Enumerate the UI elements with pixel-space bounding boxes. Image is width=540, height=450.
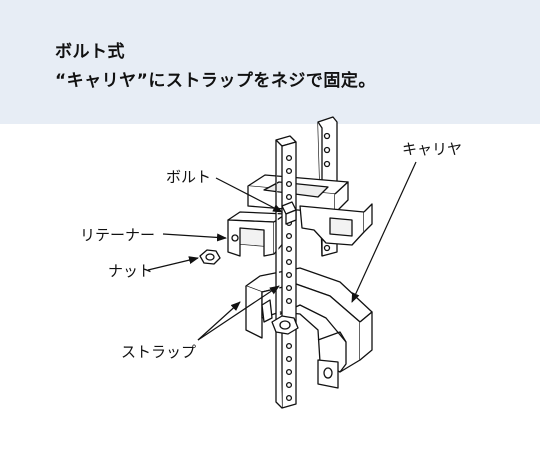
header-panel: ボルト式 “キャリヤ”にストラップをネジで固定。	[0, 0, 540, 124]
carrier-part	[245, 267, 373, 389]
leader-lines	[147, 161, 417, 341]
label-bolt: ボルト	[166, 168, 211, 186]
nut-part	[199, 249, 221, 265]
header-subtitle: “キャリヤ”にストラップをネジで固定。	[55, 71, 376, 91]
label-nut: ナット	[108, 262, 153, 280]
header-title: ボルト式	[55, 42, 125, 62]
label-carrier: キャリヤ	[402, 140, 462, 158]
lower-bolt-head	[271, 315, 299, 335]
label-strap: ストラップ	[121, 343, 196, 361]
bolt-part	[281, 201, 297, 225]
label-retainer: リテーナー	[80, 226, 155, 244]
